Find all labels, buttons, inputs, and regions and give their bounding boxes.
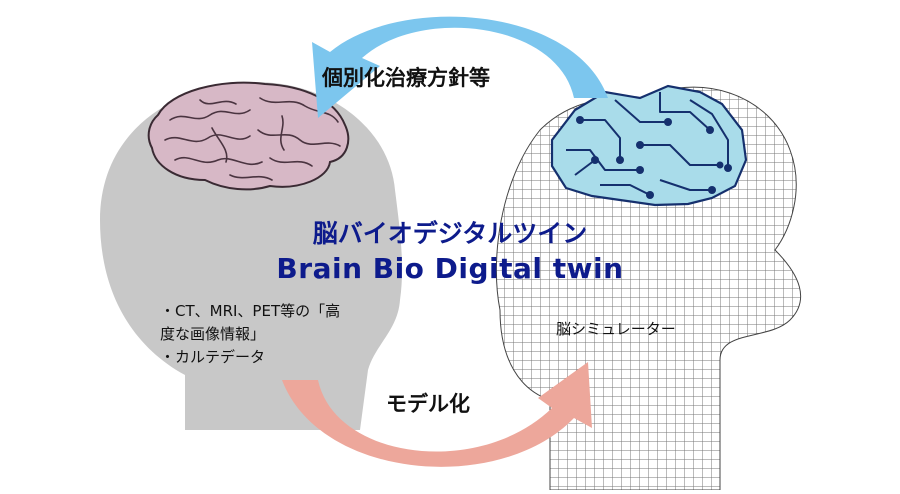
top-arrow (312, 16, 608, 118)
title-english: Brain Bio Digital twin (276, 252, 624, 285)
human-data-info: ・CT、MRI、PET等の「高 度な画像情報」 ・カルテデータ (160, 300, 360, 369)
title-japanese: 脳バイオデジタルツイン (312, 219, 588, 248)
info-line-2: 度な画像情報」 (160, 325, 266, 343)
simulator-label: 脳シミュレーター (556, 320, 676, 338)
info-line-1: ・CT、MRI、PET等の「高 (160, 302, 341, 320)
info-line-3: ・カルテデータ (160, 348, 266, 366)
bottom-arrow (282, 362, 592, 467)
bottom-arrow-label: モデル化 (386, 392, 470, 416)
top-arrow-label: 個別化治療方針等 (322, 66, 490, 90)
circuit-brain (550, 84, 748, 207)
organic-brain (147, 81, 350, 191)
